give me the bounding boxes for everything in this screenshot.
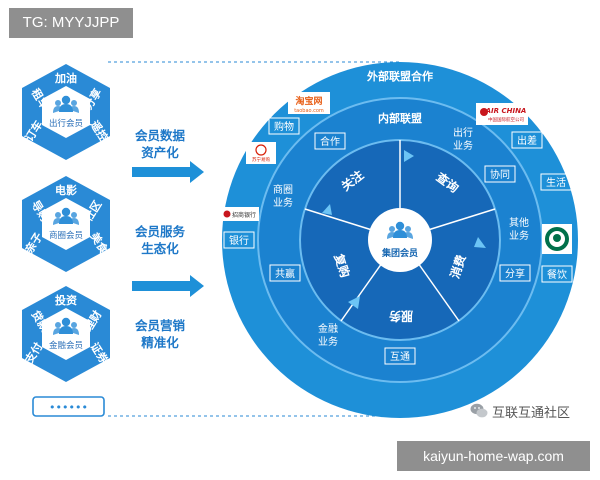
ring-tag-synergy: 协同 [484, 165, 516, 183]
more-dots: •••••• [49, 401, 88, 414]
svg-text:银行: 银行 [229, 234, 249, 247]
domain-finance-line2: 业务 [318, 335, 338, 348]
air-china-logo: AIR CHINA 中国国际航空公司 [476, 103, 528, 125]
inner-title: 内部联盟 [378, 111, 422, 125]
right-arrow-icon [132, 275, 204, 297]
hex-center-label: 金融会员 [49, 340, 83, 351]
ring-tag-win-win: 共赢 [269, 264, 301, 282]
flow-arrow-icon [474, 237, 486, 248]
arrow-data-assets: 会员数据 资产化 [132, 128, 204, 183]
outer-tag-life: 生活 [540, 173, 572, 191]
arrow-service-ecology: 会员服务 生态化 [132, 224, 204, 297]
svg-text:互通: 互通 [390, 351, 410, 363]
ring-tag-interconnect: 互通 [384, 347, 416, 365]
suning-logo: 苏宁易购 [246, 142, 276, 164]
flow-arrow-icon [348, 296, 360, 309]
domain-other-line2: 业务 [509, 229, 529, 242]
watermark-tag-bottom-right: kaiyun-home-wap.com [397, 441, 590, 471]
wechat-icon [470, 403, 488, 418]
domain-commerce-line2: 业务 [273, 196, 293, 209]
arrow-label-line2: 资产化 [141, 145, 179, 160]
svg-text:餐饮: 餐饮 [547, 268, 567, 281]
svg-text:taobao.com: taobao.com [294, 108, 324, 114]
arrow-label-line2: 精准化 [141, 335, 179, 350]
hexagon-commerce-member: 商圈会员 电影 导购 社区 亲子 美食 [22, 176, 112, 272]
svg-text:招商银行: 招商银行 [232, 211, 256, 219]
domain-travel-line1: 出行 [453, 126, 473, 139]
arrow-label-line1: 会员营销 [135, 318, 186, 333]
svg-text:生活: 生活 [546, 176, 566, 189]
action-label-repurchase: 复购 [331, 251, 353, 279]
action-label-service: 服务 [388, 309, 413, 324]
svg-text:购物: 购物 [274, 120, 294, 133]
taobao-logo: 淘宝网 taobao.com [288, 92, 330, 114]
arrow-label-line1: 会员服务 [135, 224, 186, 239]
right-arrow-icon [132, 161, 204, 183]
domain-other-line1: 其他 [509, 216, 529, 229]
outer-tag-dining: 餐饮 [541, 265, 573, 283]
svg-text:出差: 出差 [517, 134, 537, 147]
arrow-precise-marketing: 会员营销 精准化 [135, 318, 186, 350]
phoenix-icon [480, 108, 488, 116]
svg-text:苏宁易购: 苏宁易购 [252, 156, 270, 163]
wechat-watermark: 互联互通社区 [470, 400, 590, 422]
arrow-label-line2: 生态化 [141, 241, 179, 256]
core-label: 集团会员 [381, 247, 418, 259]
domain-travel-line2: 业务 [453, 139, 473, 152]
svg-text:淘宝网: 淘宝网 [295, 95, 322, 107]
flow-arrow-icon [322, 204, 332, 215]
action-label-consume: 消费 [447, 253, 469, 280]
flow-arrow-icon [404, 150, 414, 162]
bank-icon [223, 210, 231, 218]
svg-text:共赢: 共赢 [275, 267, 295, 280]
hex-center-label: 商圈会员 [49, 230, 83, 241]
core-circle [368, 208, 432, 272]
suning-icon [255, 144, 267, 156]
outer-tag-shopping: 购物 [268, 117, 300, 135]
svg-text:AIR CHINA: AIR CHINA [485, 107, 527, 115]
hexagon-travel-member: 出行会员 加油 租车 分享 订车 遥控 [22, 64, 111, 160]
arrow-label-line1: 会员数据 [135, 128, 186, 143]
ring-tag-cooperate: 合作 [314, 132, 346, 150]
hexagon-finance-member: 金融会员 投资 贷款 理财 支付 证券 [21, 286, 112, 382]
hex-center-label: 出行会员 [49, 118, 83, 129]
domain-commerce-line1: 商圈 [273, 183, 293, 196]
more-members-box: •••••• [32, 396, 105, 417]
svg-text:协同: 协同 [490, 168, 510, 181]
wechat-watermark-text: 互联互通社区 [492, 405, 571, 421]
watermark-tag-top-left: TG: MYYJJPP [9, 8, 133, 38]
hex-label-top: 投资 [55, 293, 77, 307]
starbucks-logo [542, 224, 572, 254]
ring-tag-share: 分享 [499, 264, 531, 282]
bank-logo: 招商银行 [221, 207, 259, 221]
outer-tag-business-trip: 出差 [511, 131, 543, 149]
svg-text:合作: 合作 [320, 135, 340, 148]
outer-tag-bank: 银行 [223, 231, 255, 249]
alliance-circle: 集团会员 关注 查询 消费 服务 复购 外部联盟合作 内部联盟 出行 业务 其他… [221, 62, 578, 418]
hex-label-top: 加油 [54, 71, 77, 85]
svg-text:分享: 分享 [505, 267, 525, 280]
svg-text:中国国际航空公司: 中国国际航空公司 [488, 116, 524, 123]
domain-finance-line1: 金融 [318, 322, 338, 335]
outer-title: 外部联盟合作 [366, 69, 433, 83]
hex-label-top: 电影 [55, 183, 77, 197]
